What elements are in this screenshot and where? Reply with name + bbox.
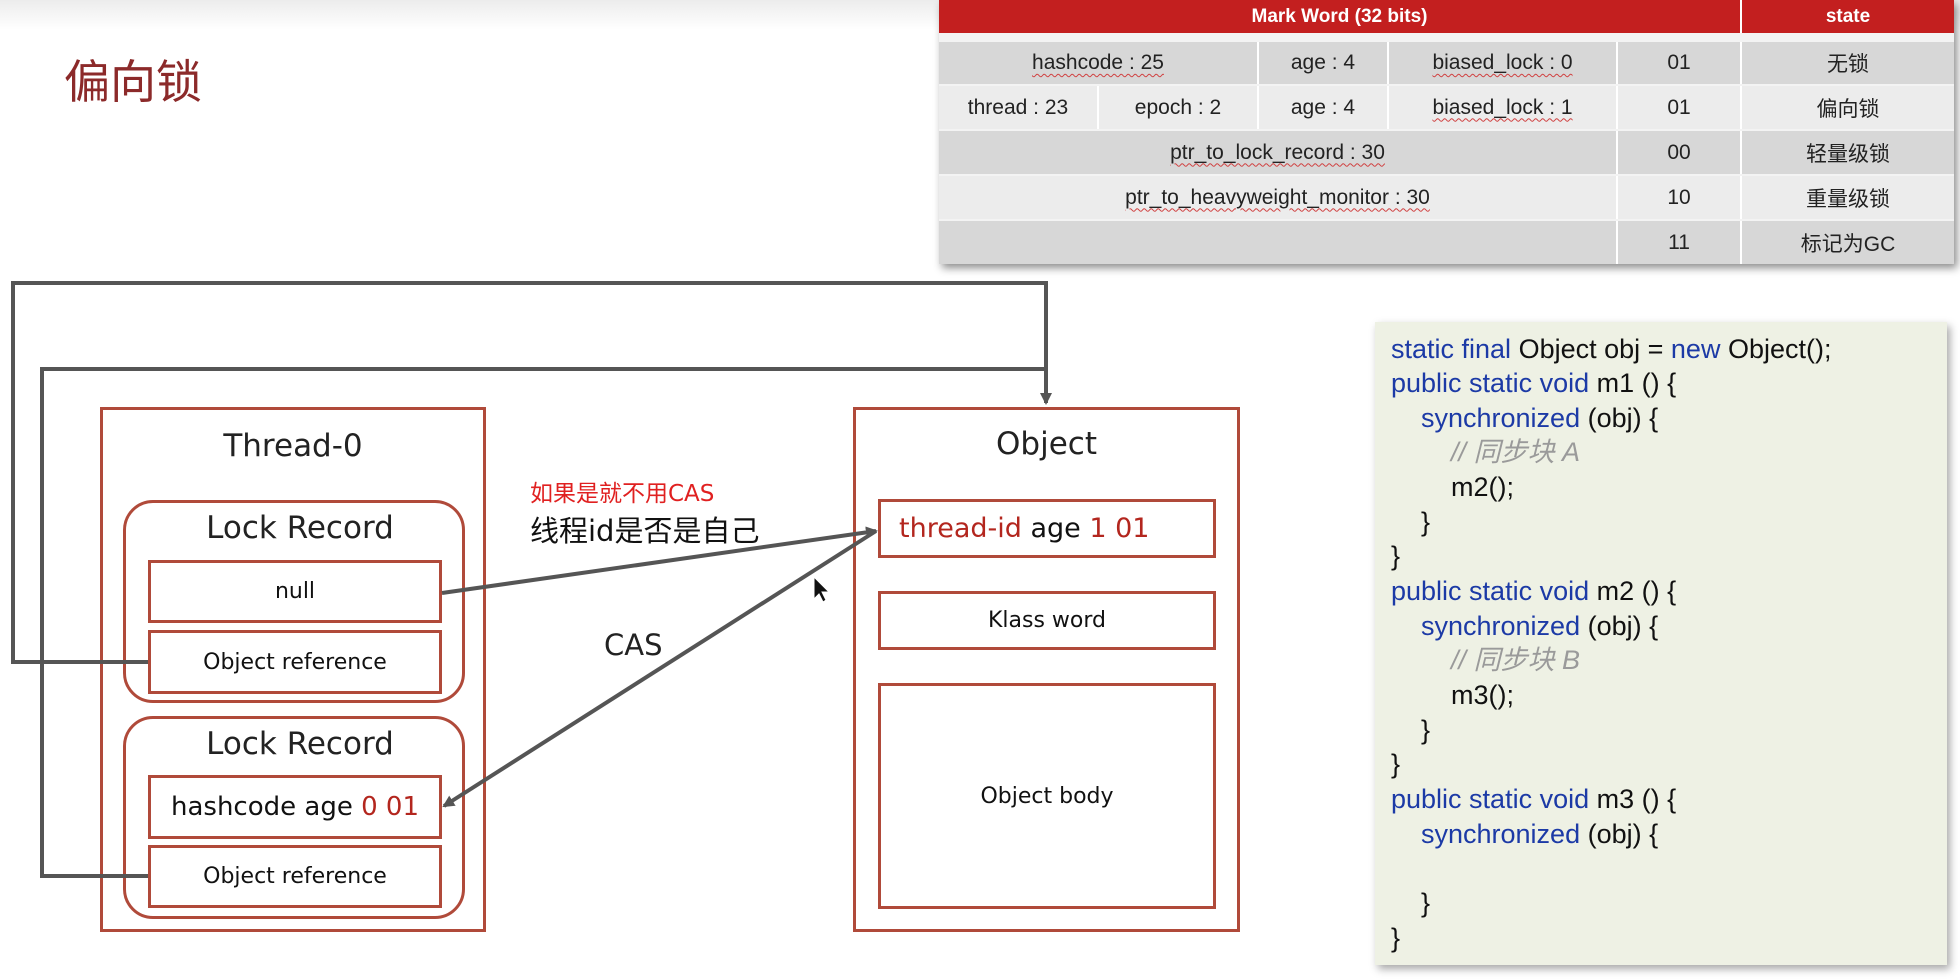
hashcode-age-text: hashcode age bbox=[171, 792, 362, 822]
thread-id-text: thread-id bbox=[899, 513, 1022, 544]
bits-cell: 11 bbox=[1618, 221, 1742, 264]
bits-cell: 00 bbox=[1618, 131, 1742, 174]
slide-title: 偏向锁 bbox=[64, 55, 202, 109]
lock-record-2-title: Lock Record bbox=[206, 726, 394, 762]
code-line: } bbox=[1391, 888, 1431, 918]
annotation-black: 线程id是否是自己 bbox=[530, 514, 760, 548]
annotation-red: 如果是就不用CAS bbox=[530, 481, 715, 507]
mark-word-header: Mark Word (32 bits) bbox=[939, 0, 1742, 33]
state-cell: 重量级锁 bbox=[1806, 187, 1890, 211]
arrow-null-to-object bbox=[441, 526, 878, 595]
empty-cell bbox=[939, 221, 1618, 264]
code-panel: static final Object obj = new Object(); … bbox=[1375, 322, 1947, 965]
epoch-cell: epoch : 2 bbox=[1099, 86, 1259, 129]
age-cell: age : 4 bbox=[1259, 86, 1389, 129]
code-line: } bbox=[1391, 507, 1431, 537]
state-cell: 轻量级锁 bbox=[1806, 142, 1890, 166]
bits-cell: 10 bbox=[1618, 176, 1742, 219]
thread-title: Thread-0 bbox=[223, 428, 363, 464]
mouse-cursor-icon bbox=[813, 575, 831, 603]
code-line: } bbox=[1391, 715, 1431, 745]
table-row-biased: thread : 23 epoch : 2 age : 4 biased_loc… bbox=[939, 86, 1954, 129]
lock-record-2-mark-field: hashcode age 0 01 bbox=[148, 775, 442, 839]
code-line: public static void m1 () { bbox=[1391, 368, 1677, 398]
table-header-row: Mark Word (32 bits) state bbox=[939, 0, 1954, 33]
code-line: } bbox=[1391, 541, 1401, 571]
wire-object-ref-2 bbox=[40, 367, 1046, 878]
ptr-lock-record-cell: ptr_to_lock_record : 30 bbox=[1170, 140, 1385, 164]
lock-bits-text: 0 01 bbox=[361, 792, 419, 822]
code-line: m3(); bbox=[1391, 680, 1515, 710]
hashcode-cell: hashcode : 25 bbox=[1032, 51, 1164, 74]
code-line: public static void m2 () { bbox=[1391, 576, 1677, 606]
age-cell: age : 4 bbox=[1259, 42, 1389, 84]
table-row-lightweight: ptr_to_lock_record : 30 00 轻量级锁 bbox=[939, 131, 1954, 174]
code-comment: // 同步块 B bbox=[1391, 645, 1581, 675]
code-line: } bbox=[1391, 923, 1401, 953]
code-line: public static void m3 () { bbox=[1391, 784, 1677, 814]
state-cell: 无锁 bbox=[1827, 53, 1869, 76]
bits-cell: 01 bbox=[1618, 86, 1742, 129]
biased-lock-cell: biased_lock : 1 bbox=[1432, 95, 1573, 119]
biased-lock-cell: biased_lock : 0 bbox=[1432, 51, 1573, 74]
code-line: static final Object obj = new Object(); bbox=[1391, 334, 1832, 364]
code-line: synchronized (obj) { bbox=[1391, 611, 1659, 641]
code-line: synchronized (obj) { bbox=[1391, 819, 1659, 849]
code-line: } bbox=[1391, 749, 1401, 779]
klass-word-field: Klass word bbox=[878, 591, 1216, 650]
lock-record-2-object-reference: Object reference bbox=[148, 845, 442, 908]
object-mark-word-field: thread-id age 1 01 bbox=[878, 499, 1216, 558]
lock-record-1-null-field: null bbox=[148, 560, 442, 623]
lock-record-1-object-reference: Object reference bbox=[148, 630, 442, 694]
thread-cell: thread : 23 bbox=[939, 86, 1099, 129]
code-line: synchronized (obj) { bbox=[1391, 403, 1659, 433]
arrow-cas bbox=[442, 529, 878, 808]
age-text: age bbox=[1021, 513, 1090, 544]
object-title: Object bbox=[996, 426, 1097, 462]
object-body-field: Object body bbox=[878, 683, 1216, 909]
table-row-gc: 11 标记为GC bbox=[939, 221, 1954, 264]
code-line: m2(); bbox=[1391, 472, 1515, 502]
lock-record-1-title: Lock Record bbox=[206, 510, 394, 546]
table-row-heavyweight: ptr_to_heavyweight_monitor : 30 10 重量级锁 bbox=[939, 176, 1954, 219]
code-comment: // 同步块 A bbox=[1391, 437, 1581, 467]
cas-label: CAS bbox=[604, 628, 663, 662]
state-cell: 标记为GC bbox=[1800, 232, 1896, 256]
table-row-unlocked: hashcode : 25 age : 4 biased_lock : 0 01… bbox=[939, 42, 1954, 84]
ptr-monitor-cell: ptr_to_heavyweight_monitor : 30 bbox=[1125, 185, 1430, 209]
biased-bits-text: 1 01 bbox=[1089, 513, 1150, 544]
state-header: state bbox=[1742, 0, 1954, 33]
state-cell: 偏向锁 bbox=[1816, 97, 1880, 121]
mark-word-table: Mark Word (32 bits) state hashcode : 25 … bbox=[939, 0, 1954, 264]
bits-cell: 01 bbox=[1618, 42, 1742, 84]
wire-object-ref-1 bbox=[11, 281, 1052, 664]
